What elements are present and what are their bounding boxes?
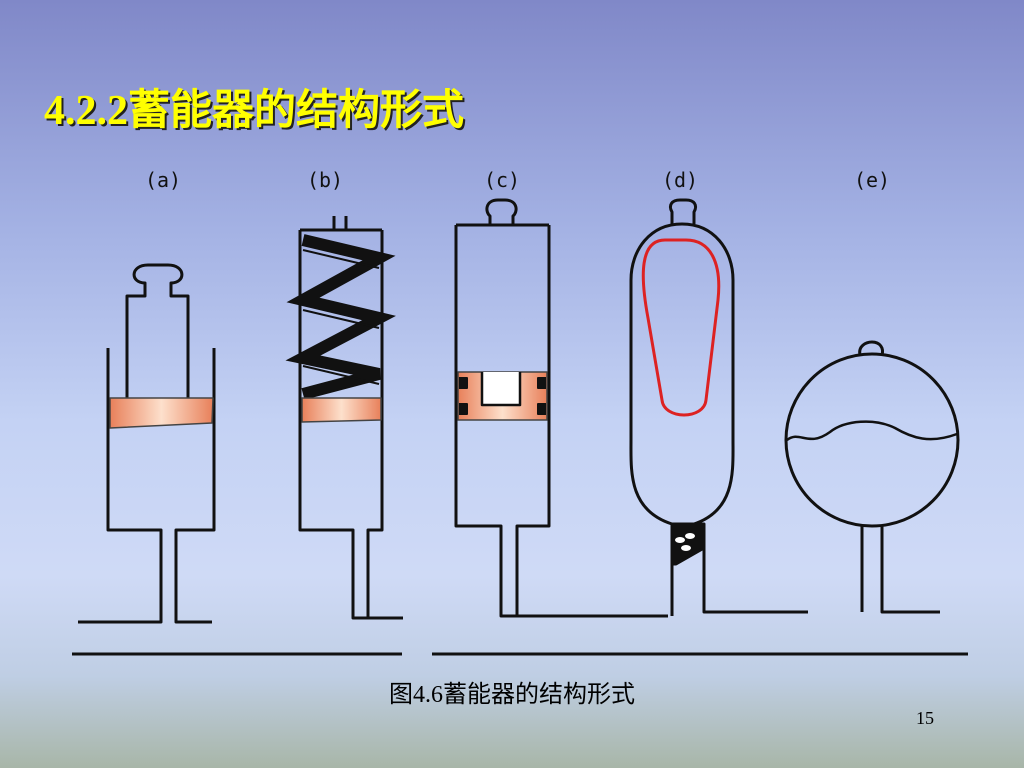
accumulator-a-weighted	[78, 263, 216, 624]
label-a: (a)	[144, 168, 182, 192]
bladder-d	[641, 238, 721, 417]
piston-c	[457, 371, 548, 421]
accumulator-c-piston	[454, 198, 668, 618]
label-b: (b)	[306, 168, 344, 192]
page-number: 15	[916, 708, 934, 728]
piston-b	[301, 397, 382, 423]
accumulator-d-bladder	[629, 198, 808, 616]
spring-b	[285, 234, 396, 400]
figure-caption: 图4.6蓄能器的结构形式	[389, 682, 635, 708]
slide-title: 4.2.2蓄能器的结构形式	[44, 88, 465, 134]
label-d: (d)	[661, 168, 699, 192]
label-c: (c)	[483, 168, 521, 192]
diaphragm-e	[786, 420, 958, 442]
accumulator-e-diaphragm	[784, 340, 960, 614]
piston-a	[109, 397, 214, 429]
valve-d	[670, 522, 706, 566]
label-e: (e)	[853, 168, 891, 192]
accumulator-b-spring	[285, 216, 403, 620]
